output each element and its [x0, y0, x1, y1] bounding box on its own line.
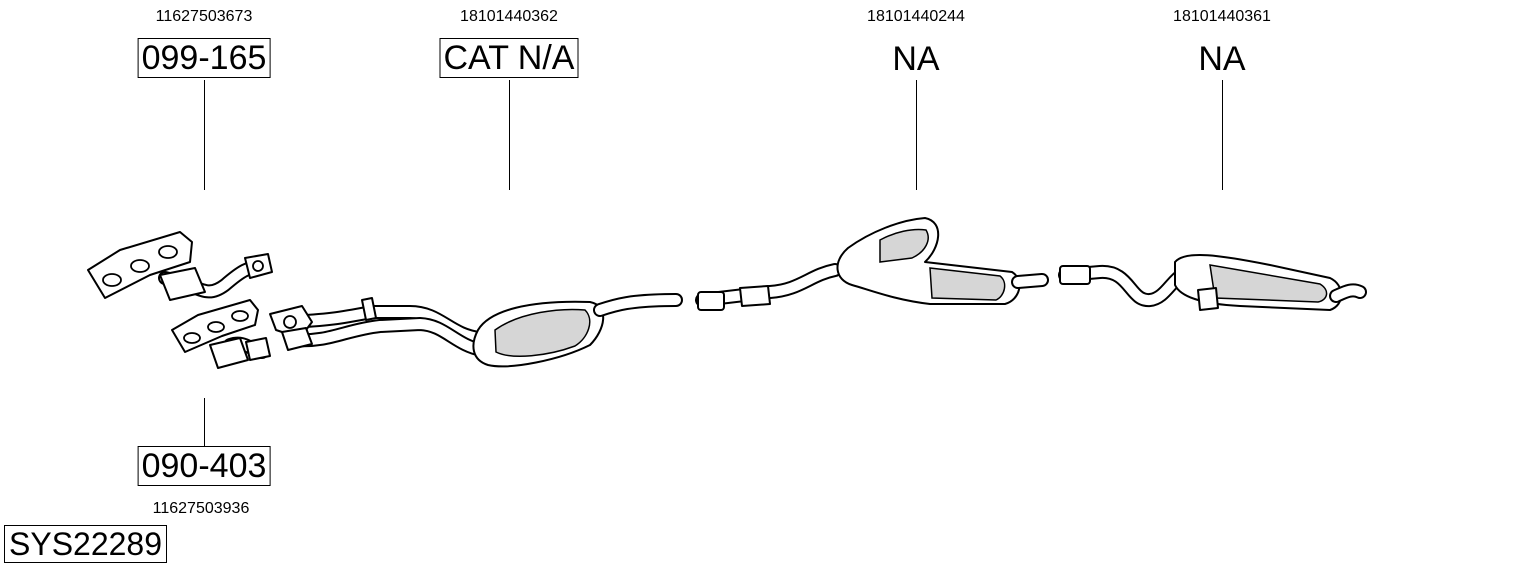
- oem-number-4: 18101440361: [1173, 8, 1271, 25]
- leader-line-4: [1222, 80, 1223, 190]
- part-code-4: NA: [1198, 40, 1246, 78]
- part-code-3: NA: [892, 40, 940, 78]
- lower-exhaust-manifold: [171, 299, 271, 369]
- oem-number-3: 18101440244: [867, 8, 965, 25]
- system-code: SYS22289: [4, 525, 168, 563]
- part-code-2: CAT N/A: [439, 38, 579, 78]
- leader-line-5: [204, 398, 205, 446]
- rear-silencer: [1058, 254, 1367, 311]
- leader-line-2: [509, 80, 510, 190]
- leader-line-1: [204, 80, 205, 190]
- part-code-5: 090-403: [137, 446, 271, 486]
- leader-line-3: [916, 80, 917, 190]
- oem-number-5: 11627503936: [152, 500, 250, 517]
- front-pipe-catalytic-converter: [269, 293, 683, 368]
- centre-silencer: [695, 217, 1049, 311]
- upper-exhaust-manifold: [87, 231, 273, 301]
- part-code-1: 099-165: [137, 38, 271, 78]
- oem-number-1: 11627503673: [155, 8, 253, 25]
- oem-number-2: 18101440362: [460, 8, 558, 25]
